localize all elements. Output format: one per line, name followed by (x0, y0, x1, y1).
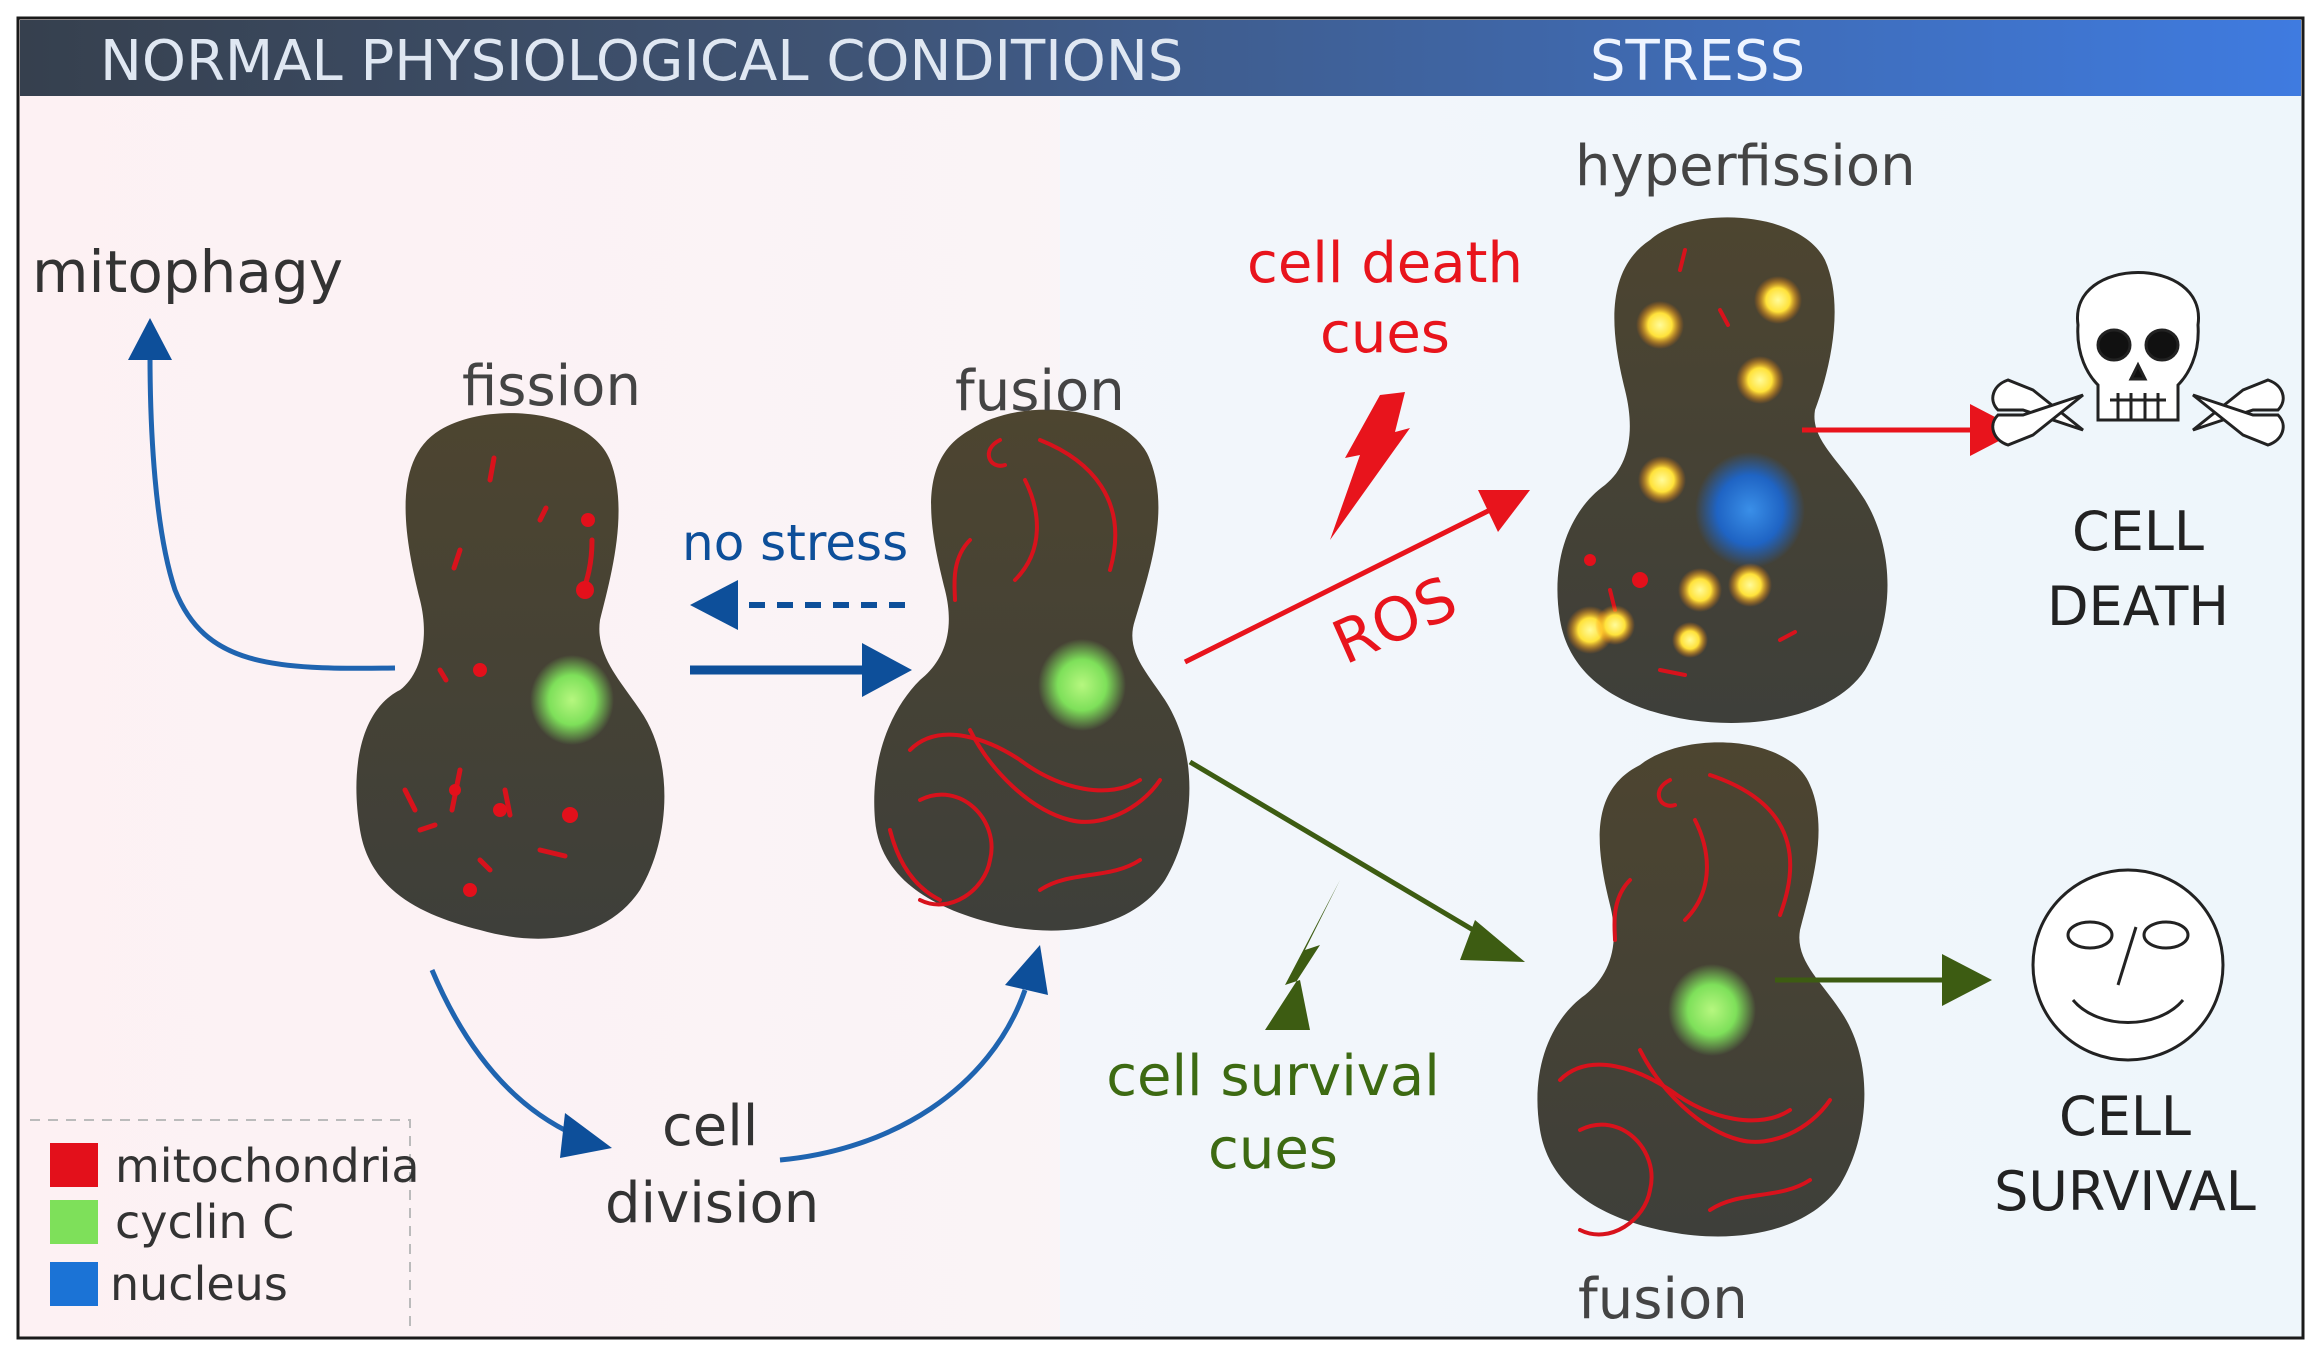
label-cell-death-2: DEATH (2047, 575, 2229, 638)
label-cell-survival-1: CELL (2059, 1085, 2191, 1148)
arrow-survival-path (1188, 759, 1525, 962)
skull-icon (1991, 271, 2285, 447)
label-fission: fission (462, 354, 641, 419)
legend-item-cyclin-c: cyclin C (50, 1195, 294, 1249)
label-cell-survival-2: SURVIVAL (1994, 1160, 2256, 1223)
legend-label-nucleus: nucleus (110, 1257, 288, 1311)
legend: mitochondria cyclin C nucleus (30, 1119, 420, 1330)
cell-hyperfission (1557, 217, 1888, 723)
label-mitophagy: mitophagy (32, 238, 343, 306)
lightning-death-icon (1330, 392, 1410, 540)
cell-fission (356, 413, 665, 939)
cell-fusion-center (874, 409, 1190, 931)
header-bar (20, 20, 2301, 96)
header-left: NORMAL PHYSIOLOGICAL CONDITIONS (100, 29, 1183, 94)
arrow-mitophagy (128, 318, 396, 671)
arrow-fission-to-fusion (690, 643, 912, 697)
legend-label-cyclin-c: cyclin C (115, 1195, 294, 1249)
label-death-cues-1: cell death (1247, 231, 1523, 296)
legend-item-mitochondria: mitochondria (50, 1139, 420, 1193)
label-fusion-bottom: fusion (1578, 1267, 1748, 1332)
legend-label-mitochondria: mitochondria (115, 1139, 420, 1193)
arrow-to-cell-survival (1775, 954, 1992, 1006)
header-right: STRESS (1590, 29, 1805, 94)
label-cell-division-2: division (605, 1171, 819, 1236)
legend-swatch-mitochondria (50, 1143, 98, 1187)
arrow-no-stress (690, 580, 905, 630)
label-survival-cues-2: cues (1208, 1117, 1338, 1182)
label-survival-cues-1: cell survival (1106, 1044, 1440, 1109)
legend-swatch-nucleus (50, 1262, 98, 1306)
label-cell-death-1: CELL (2072, 500, 2204, 563)
arrow-to-cell-division (429, 969, 612, 1158)
label-cell-division-1: cell (662, 1094, 758, 1159)
arrow-ros (1183, 490, 1530, 665)
legend-swatch-cyclin-c (50, 1200, 98, 1244)
label-fusion-top: fusion (955, 359, 1125, 424)
lightning-survival-icon (1265, 880, 1340, 1030)
arrow-from-cell-division (779, 945, 1048, 1163)
label-death-cues-2: cues (1320, 301, 1450, 366)
label-hyperfission: hyperfission (1575, 134, 1916, 199)
cell-fusion-survival (1537, 742, 1865, 1237)
smiley-icon (2031, 868, 2225, 1062)
legend-item-nucleus: nucleus (50, 1257, 288, 1311)
label-no-stress: no stress (682, 514, 908, 572)
